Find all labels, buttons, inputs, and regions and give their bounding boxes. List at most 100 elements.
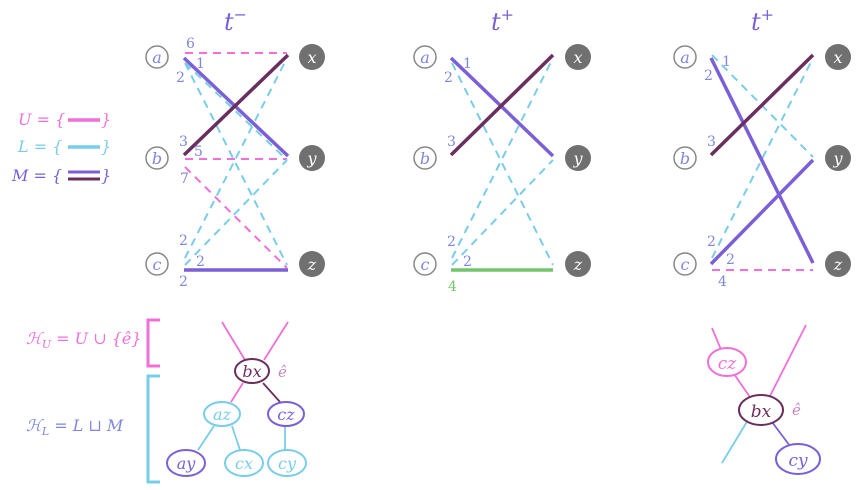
node-x	[299, 44, 325, 70]
tree2-edge-down-left	[721, 419, 749, 464]
weight-label-green: 4	[448, 279, 457, 295]
node-y-label: y	[572, 149, 583, 168]
tree1-ehat: ê	[278, 363, 287, 381]
weight-label: 1	[196, 56, 205, 72]
weight-label: 2	[179, 233, 188, 249]
tree1-edge-root-cz	[262, 382, 281, 403]
tree1-node-bx-label: bx	[242, 362, 261, 381]
edge-L-az	[184, 62, 288, 266]
tree2-edge-bx-cy	[771, 421, 791, 447]
tree1-node-cy-label: cy	[278, 454, 297, 473]
tree1-edge-az-ay	[197, 425, 215, 451]
legend-L-close: }	[101, 137, 111, 156]
edge-M-cy	[709, 158, 815, 266]
tree1-edge-up-left	[221, 321, 246, 361]
tree2-node-bx	[738, 394, 784, 426]
panel-title: t+	[751, 5, 774, 36]
node-z-label: z	[573, 255, 583, 274]
hierarchy-labels: ℋU = U ∪ {ê} ℋL = L ⊔ M	[26, 318, 160, 484]
tree2-node-cz-label: cz	[718, 354, 738, 374]
node-z-label: z	[833, 255, 843, 274]
weight-label: 7	[180, 171, 189, 187]
weight-label: 2	[196, 254, 205, 270]
node-x-label: x	[573, 48, 582, 67]
edge-L-az	[451, 62, 554, 266]
tree1-edge-up-right	[263, 321, 289, 361]
node-y	[565, 145, 591, 171]
node-x	[825, 44, 851, 70]
edge-L-cx	[451, 57, 554, 259]
legend: U = { } L = { } M = { }	[11, 110, 111, 185]
node-c	[145, 252, 169, 276]
tree2-node-bx-label: bx	[751, 402, 772, 422]
tree-2: cz bx ê cy	[707, 324, 821, 475]
node-x	[565, 44, 591, 70]
legend-M-close: }	[101, 166, 111, 185]
weight-label: 5	[194, 144, 203, 160]
node-x-label: x	[833, 48, 842, 67]
node-b-label: b	[420, 149, 430, 168]
weight-label: 6	[186, 36, 195, 52]
panel-title: t+	[491, 5, 514, 36]
weight-label: 4	[718, 274, 727, 290]
tree1-node-az	[203, 401, 241, 427]
tree2-node-cz	[707, 347, 747, 377]
edge-M-bx	[449, 53, 555, 157]
tree1-node-cz-label: cz	[277, 405, 295, 424]
weight-label: 2	[176, 70, 185, 86]
legend-U-label: U = {	[18, 110, 65, 129]
node-b	[413, 146, 437, 170]
tree2-edge-up-right	[769, 324, 807, 397]
weight-label: 2	[444, 70, 453, 86]
weight-label: 2	[726, 252, 735, 268]
edge-M-bx	[182, 53, 290, 157]
weight-label: 2	[704, 68, 713, 84]
node-z	[825, 251, 851, 277]
edge-L-ay	[184, 62, 288, 161]
tree1-node-cy	[267, 449, 307, 477]
tree1-node-ay-label: ay	[177, 454, 197, 473]
edge-M-bx	[709, 53, 815, 157]
HL-label: ℋL = L ⊔ M	[26, 416, 124, 438]
weight-label: 3	[707, 134, 716, 150]
tree1-node-cz	[267, 401, 305, 427]
weight-label: 1	[463, 56, 472, 72]
HU-label: ℋU = U ∪ {ê}	[26, 329, 142, 351]
HU-bracket	[146, 318, 160, 368]
node-a-label: a	[680, 48, 690, 67]
node-a	[145, 45, 169, 69]
tree2-node-cy	[775, 443, 821, 475]
weight-label: 2	[447, 234, 456, 250]
panel-t-plus-2: t+ a b c x y z 1 2 3 2 2 4	[673, 5, 851, 290]
edge-L-cy	[184, 159, 288, 266]
weight-label: 1	[722, 54, 731, 70]
panel-t-plus-1: t+ a b c x y z 1 2 3 2 2 4	[413, 5, 591, 295]
node-c	[413, 252, 437, 276]
edge-L-cx	[184, 57, 288, 259]
tree1-node-ay	[166, 449, 206, 477]
node-y	[299, 145, 325, 171]
weight-label: 2	[179, 274, 188, 290]
node-a	[673, 45, 697, 69]
weight-label: 2	[707, 234, 716, 250]
tree1-node-az-label: az	[213, 405, 232, 424]
node-a-label: a	[420, 48, 430, 67]
node-y-label: y	[832, 149, 843, 168]
HL-bracket	[146, 374, 160, 484]
node-y-label: y	[306, 149, 317, 168]
tree-1: bx ê az cz ay cx cy	[166, 321, 307, 477]
node-x-label: x	[307, 48, 316, 67]
tree2-edge-cz-bx	[733, 373, 753, 401]
weight-label: 2	[463, 254, 472, 270]
node-z	[299, 251, 325, 277]
edge-U-bz	[184, 166, 288, 269]
weight-label: 3	[447, 134, 456, 150]
weight-label: 3	[179, 134, 188, 150]
panel-title: t−	[224, 5, 247, 36]
node-b-label: b	[152, 149, 162, 168]
edge-L-cy	[451, 159, 554, 266]
node-a-label: a	[152, 48, 162, 67]
node-z	[565, 251, 591, 277]
tree1-node-cx	[224, 449, 264, 477]
